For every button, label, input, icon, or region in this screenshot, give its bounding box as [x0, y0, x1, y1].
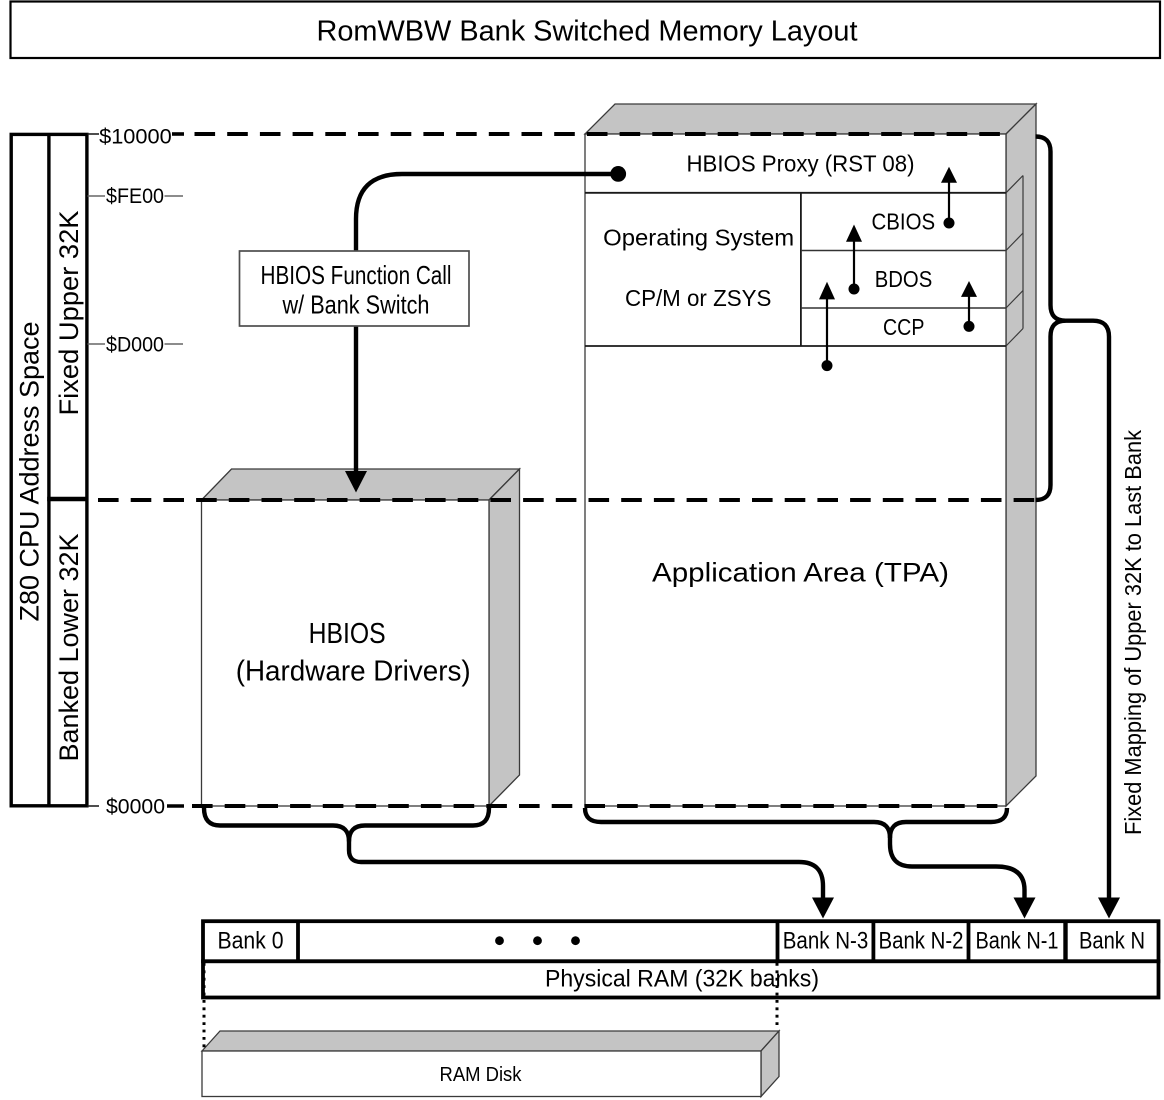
svg-text:Physical RAM (32K banks): Physical RAM (32K banks) [545, 965, 819, 992]
svg-text:RomWBW Bank Switched Memory La: RomWBW Bank Switched Memory Layout [317, 16, 858, 48]
svg-text:(Hardware Drivers): (Hardware Drivers) [236, 656, 471, 688]
svg-text:HBIOS: HBIOS [309, 618, 386, 650]
svg-text:Application Area (TPA): Application Area (TPA) [652, 557, 949, 587]
svg-text:Bank N-3: Bank N-3 [783, 928, 869, 955]
svg-text:$D000: $D000 [106, 333, 164, 356]
svg-text:RAM Disk: RAM Disk [440, 1064, 523, 1086]
svg-text:$0000: $0000 [106, 795, 165, 818]
svg-text:CP/M or ZSYS: CP/M or ZSYS [625, 285, 772, 311]
svg-text:$FE00: $FE00 [106, 185, 164, 208]
svg-text:Banked Lower 32K: Banked Lower 32K [54, 534, 84, 762]
svg-text:Fixed Mapping of Upper 32K to: Fixed Mapping of Upper 32K to Last Bank [1120, 430, 1146, 835]
svg-text:Bank N-1: Bank N-1 [976, 928, 1059, 955]
svg-text:HBIOS Proxy (RST 08): HBIOS Proxy (RST 08) [687, 150, 915, 176]
svg-text:Bank N-2: Bank N-2 [879, 928, 964, 955]
svg-text:Bank N: Bank N [1079, 928, 1145, 955]
svg-text:BDOS: BDOS [875, 266, 933, 292]
svg-text:Operating System: Operating System [603, 225, 794, 251]
svg-text:HBIOS Function Call: HBIOS Function Call [261, 260, 452, 290]
svg-text:Fixed Upper 32K: Fixed Upper 32K [54, 211, 84, 416]
svg-text:w/ Bank Switch: w/ Bank Switch [282, 290, 430, 320]
svg-text:CCP: CCP [883, 314, 924, 340]
svg-text:Bank 0: Bank 0 [218, 928, 284, 955]
svg-text:CBIOS: CBIOS [872, 209, 936, 235]
svg-text:Z80 CPU Address Space: Z80 CPU Address Space [15, 322, 45, 622]
svg-text:$10000: $10000 [99, 124, 172, 148]
